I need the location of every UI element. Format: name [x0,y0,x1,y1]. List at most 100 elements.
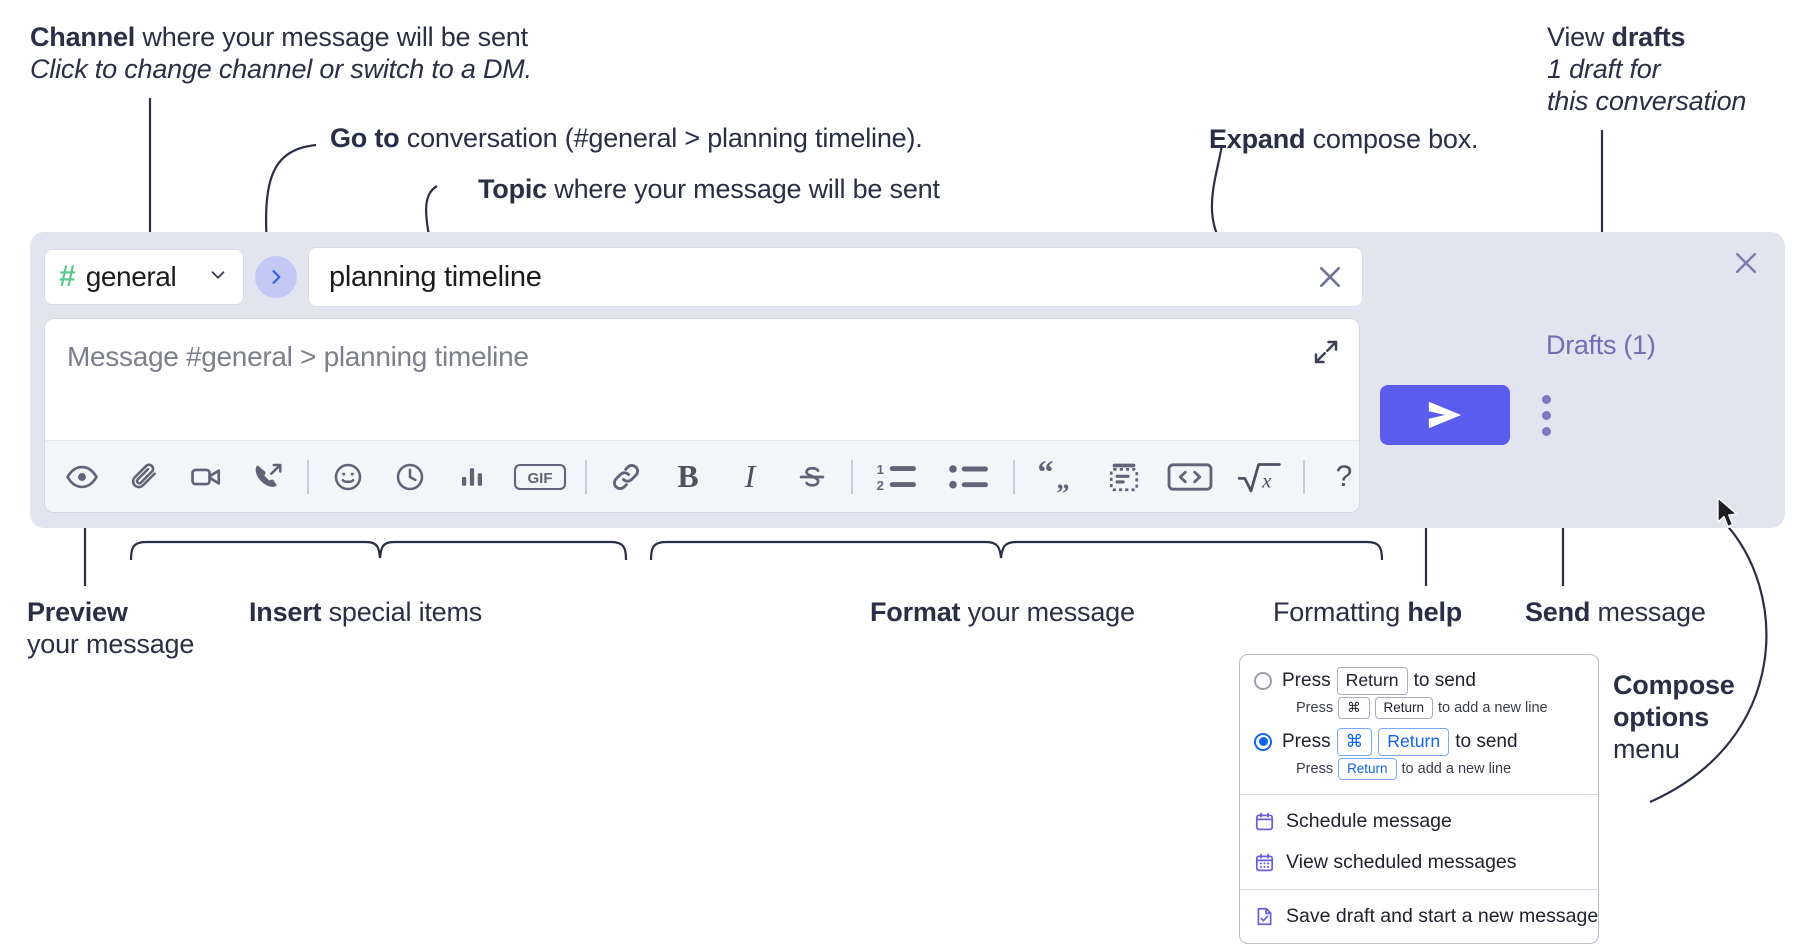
annotation-goto-rest: conversation (#general > planning timeli… [399,123,923,153]
annotation-drafts-italic1: 1 draft for [1547,53,1661,84]
radio-selected-icon[interactable] [1254,732,1272,751]
italic-glyph: I [744,458,756,494]
annotation-send-bold: Send [1525,597,1591,627]
attachment-icon[interactable] [121,454,167,500]
menu-item-label: Schedule message [1286,810,1452,833]
annotation-compose-options-bold1: Compose [1613,670,1735,700]
audio-call-icon[interactable] [245,454,291,500]
topic-clear-button[interactable] [1314,261,1346,293]
opt0-main-pre: Press [1282,669,1331,691]
bulleted-list-icon[interactable] [941,454,997,500]
annotation-formatting-help: Formatting help [1273,597,1462,629]
menu-item-schedule-message[interactable]: Schedule message [1240,801,1598,842]
preview-icon[interactable] [59,454,105,500]
radio-option-cmd-return-to-send[interactable]: Press ⌘ Return to send [1254,728,1584,756]
help-glyph: ? [1335,459,1353,493]
annotation-expand-bold: Expand [1209,124,1306,154]
opt1-sub-pre: Press [1296,760,1334,777]
help-icon[interactable]: ? [1321,454,1359,500]
annotation-expand-rest: compose box. [1305,124,1479,154]
send-button[interactable] [1380,385,1510,445]
radio-option-return-to-send[interactable]: Press Return to send [1254,667,1584,695]
emoji-icon[interactable] [325,454,371,500]
panel-close-button[interactable] [1729,246,1763,280]
annotation-insert-bold: Insert [249,597,322,627]
annotation-drafts-lead: View [1547,22,1612,52]
opt1-main-pre: Press [1282,730,1331,752]
annotation-send-rest: message [1590,597,1706,627]
annotation-format-bold: Format [870,597,961,627]
italic-icon[interactable]: I [727,454,773,500]
message-input-placeholder: Message #general > planning timeline [67,341,529,372]
scheduling-group: Schedule message View scheduled messages [1240,795,1598,889]
opt1-main-key1: ⌘ [1336,728,1373,756]
annotation-goto: Go to conversation (#general > planning … [330,123,923,155]
ordered-list-glyph: 1 2 [877,462,916,493]
code-block-icon[interactable] [1101,454,1147,500]
channel-name: general [85,261,177,292]
opt0-sub-key1: ⌘ [1338,696,1370,720]
menu-item-view-scheduled-messages[interactable]: View scheduled messages [1240,842,1598,883]
math-icon[interactable]: x [1233,454,1287,500]
bold-icon[interactable]: B [665,454,711,500]
radio-unselected-icon[interactable] [1254,671,1272,690]
formatting-toolbar: GIF B I [45,440,1359,512]
channel-selector[interactable]: # general [44,249,244,305]
strikethrough-icon[interactable] [789,454,835,500]
video-icon[interactable] [183,454,229,500]
goto-conversation-button[interactable] [255,256,297,298]
annotation-format-rest: your message [960,597,1135,627]
menu-item-label: View scheduled messages [1286,851,1517,874]
annotation-channel: Channel where your message will be sent … [30,22,532,86]
inline-code-glyph [1167,462,1213,491]
opt0-main-post: to send [1413,669,1476,691]
blockquote-glyph: “ „ [1037,460,1069,494]
svg-text:GIF: GIF [528,470,553,487]
clock-icon[interactable] [387,454,433,500]
menu-item-save-draft[interactable]: Save draft and start a new message [1240,896,1598,937]
opt1-sub: Press Return to add a new line [1296,757,1584,781]
drafts-link[interactable]: Drafts (1) [1546,330,1656,360]
send-shortcut-options: Press Return to send Press ⌘ Return to a… [1240,655,1598,794]
message-compose-box[interactable]: Message #general > planning timeline [44,318,1360,513]
annotation-formatting-help-bold: help [1407,597,1463,627]
annotation-drafts: View drafts 1 draft for this conversatio… [1547,22,1746,118]
chevron-down-icon [207,264,229,291]
annotation-formatting-help-lead: Formatting [1273,597,1408,627]
link-icon[interactable] [603,454,649,500]
gif-icon[interactable]: GIF [511,454,569,500]
inline-code-icon[interactable] [1163,454,1217,500]
annotation-format: Format your message [870,597,1135,629]
poll-icon[interactable] [449,454,495,500]
code-block-glyph [1109,463,1139,491]
expand-compose-button[interactable] [1311,337,1341,367]
blockquote-icon[interactable]: “ „ [1031,454,1085,500]
more-vertical-icon-dot [1541,410,1551,420]
toolbar-divider [1013,459,1015,494]
menu-divider [1240,889,1598,891]
menu-divider [1240,794,1598,796]
compose-header-row: # general planning timeline [44,247,1363,307]
annotation-drafts-italic2: this conversation [1547,85,1747,116]
svg-text:1: 1 [877,462,884,477]
compose-options-menu: Press Return to send Press ⌘ Return to a… [1239,654,1599,944]
toolbar-divider [585,459,587,494]
annotation-compose-options: Compose options menu [1613,670,1735,766]
compose-panel: # general planning timeline Message #gen… [30,232,1785,528]
gif-icon-glyph: GIF [513,463,567,490]
annotation-goto-bold: Go to [330,123,400,153]
calendar-icon [1254,811,1275,832]
opt0-sub-pre: Press [1296,699,1334,716]
menu-item-label: Save draft and start a new message [1286,905,1599,928]
compose-options-button[interactable] [1526,392,1566,438]
annotation-topic-bold: Topic [478,174,547,204]
ordered-list-icon[interactable]: 1 2 [869,454,925,500]
topic-input[interactable]: planning timeline [308,247,1363,307]
topic-value: planning timeline [329,260,542,293]
annotation-compose-options-bold2: options [1613,701,1710,732]
annotation-topic-rest: where your message will be sent [547,174,940,204]
annotation-channel-rest: where your message will be sent [135,22,528,52]
expand-icon [1314,340,1338,364]
annotation-send: Send message [1525,597,1706,629]
annotation-preview-line2: your message [27,628,195,659]
